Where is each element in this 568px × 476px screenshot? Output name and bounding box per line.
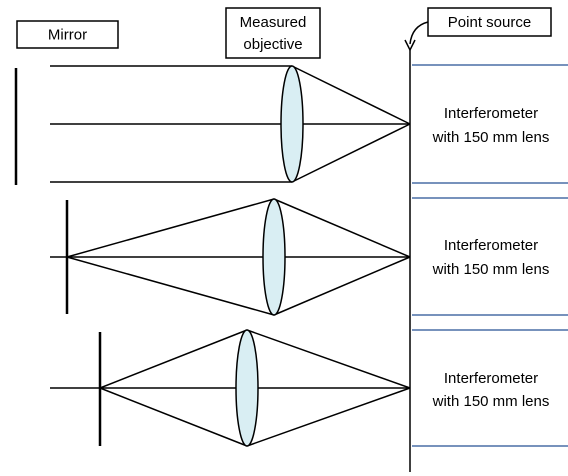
interferometer-box-3: Interferometer with 150 mm lens <box>412 329 568 447</box>
ray-paths-2 <box>50 198 411 316</box>
objective-lens-3 <box>235 329 259 447</box>
mirror-label: Mirror <box>48 27 87 44</box>
configuration-3 <box>50 329 411 447</box>
ray-paths-3 <box>50 329 411 447</box>
point-source-label-box: Point source <box>427 7 552 37</box>
objective-lens-1 <box>280 65 304 183</box>
interferometer-label-3-line2: with 150 mm lens <box>432 393 550 410</box>
point-source-label: Point source <box>448 14 531 31</box>
measured-objective-label-line2: objective <box>243 36 302 53</box>
interferometer-box-2: Interferometer with 150 mm lens <box>412 197 568 316</box>
configuration-1 <box>14 65 411 185</box>
interferometer-label-1-line1: Interferometer <box>444 105 538 122</box>
interferometer-label-2-line1: Interferometer <box>444 237 538 254</box>
ray-paths-1 <box>50 65 411 183</box>
interferometer-box-1: Interferometer with 150 mm lens <box>412 64 568 184</box>
interferometer-label-1-line2: with 150 mm lens <box>432 129 550 146</box>
measured-objective-label-box: Measured objective <box>225 7 321 59</box>
measured-objective-label-line1: Measured <box>240 14 307 31</box>
interferometer-label-3-line1: Interferometer <box>444 370 538 387</box>
configuration-2 <box>50 198 411 316</box>
objective-lens-2 <box>262 198 286 316</box>
mirror-label-box: Mirror <box>16 20 119 49</box>
point-source-pointer-arrow <box>404 21 429 52</box>
interferometer-label-2-line2: with 150 mm lens <box>432 261 550 278</box>
